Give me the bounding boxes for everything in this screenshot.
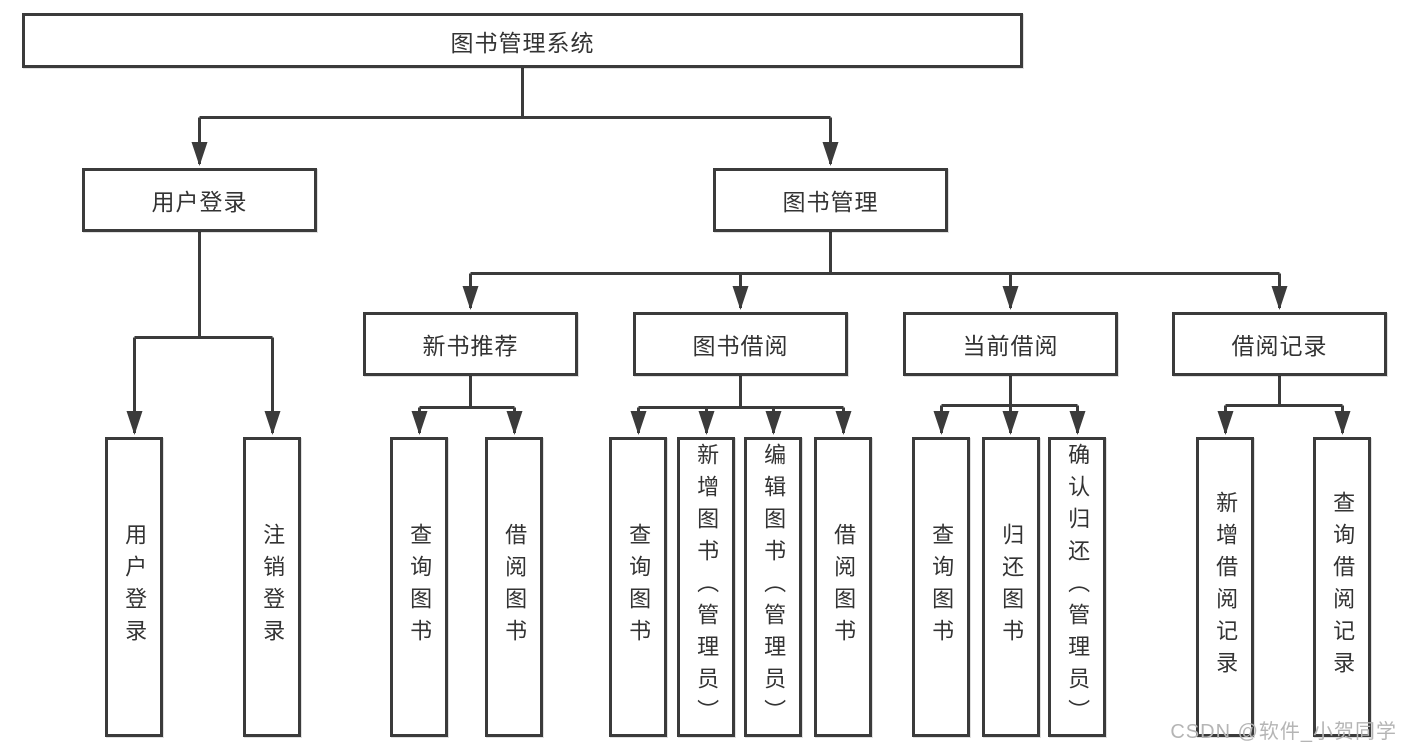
node-book-borrow: 图书借阅 [633,312,848,376]
leaf-borrow-add-book-admin: 新增图书（管理员） [677,437,735,737]
leaf-logout: 注销登录 [243,437,301,737]
node-borrow-records-label: 借阅记录 [1231,333,1328,359]
leaf-current-query-book-label: 查询图书 [929,523,955,651]
leaf-current-return-book-label: 归还图书 [999,523,1025,651]
leaf-newrec-borrow-book: 借阅图书 [485,437,543,737]
node-borrow-records: 借阅记录 [1172,312,1387,376]
leaf-records-query-record: 查询借阅记录 [1313,437,1371,737]
leaf-borrow-edit-book-admin: 编辑图书（管理员） [744,437,802,737]
node-book-management: 图书管理 [713,168,948,232]
node-book-management-label: 图书管理 [782,189,879,215]
leaf-newrec-query-book: 查询图书 [390,437,448,737]
leaf-user-login: 用户登录 [105,437,163,737]
leaf-current-return-book: 归还图书 [982,437,1040,737]
leaf-borrow-edit-book-admin-label: 编辑图书（管理员） [761,443,787,731]
leaf-records-add-record-label: 新增借阅记录 [1213,491,1239,683]
node-book-borrow-label: 图书借阅 [692,333,789,359]
node-current-borrow: 当前借阅 [903,312,1118,376]
csdn-watermark: CSDN @软件_小贺同学 [1170,721,1397,743]
leaf-current-confirm-return-admin: 确认归还（管理员） [1048,437,1106,737]
leaf-user-login-label: 用户登录 [122,523,148,651]
node-current-borrow-label: 当前借阅 [962,333,1059,359]
leaf-borrow-query-book-label: 查询图书 [626,523,652,651]
node-new-book-recommend-label: 新书推荐 [422,333,519,359]
node-new-book-recommend: 新书推荐 [363,312,578,376]
leaf-borrow-query-book: 查询图书 [609,437,667,737]
node-root-system: 图书管理系统 [22,13,1023,68]
leaf-current-query-book: 查询图书 [912,437,970,737]
connector-lines [133,68,1344,433]
leaf-newrec-query-book-label: 查询图书 [407,523,433,651]
node-user-login-label: 用户登录 [151,189,248,215]
leaf-current-confirm-return-admin-label: 确认归还（管理员） [1065,443,1091,731]
leaf-newrec-borrow-book-label: 借阅图书 [502,523,528,651]
node-root-label: 图书管理系统 [450,29,595,56]
leaf-logout-label: 注销登录 [260,523,286,651]
leaf-records-query-record-label: 查询借阅记录 [1330,491,1356,683]
leaf-borrow-add-book-admin-label: 新增图书（管理员） [694,443,720,731]
leaf-borrow-borrow-book-label: 借阅图书 [831,523,857,651]
node-user-login: 用户登录 [82,168,317,232]
leaf-borrow-borrow-book: 借阅图书 [814,437,872,737]
leaf-records-add-record: 新增借阅记录 [1196,437,1254,737]
